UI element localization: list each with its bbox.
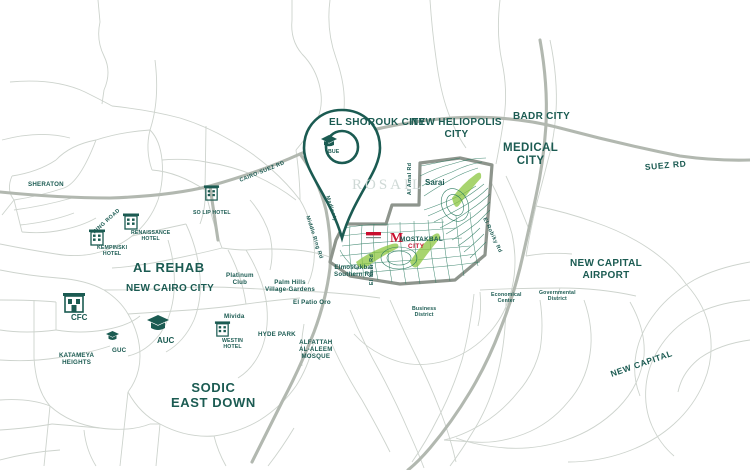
site-marker-bar <box>366 232 381 239</box>
mostakbal-boundary <box>328 156 494 286</box>
mostakbal-logo-line1: MOSTAKBAL <box>400 236 444 243</box>
city-roundabouts <box>380 188 470 270</box>
mostakbal-logo-line2: CITY <box>408 243 425 250</box>
location-pin-icon <box>302 108 382 243</box>
watermark-text: ROSAIL <box>352 177 425 193</box>
